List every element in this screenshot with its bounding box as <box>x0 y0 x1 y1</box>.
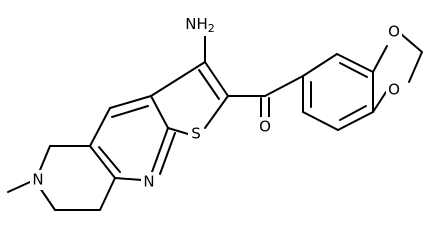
bond-c4a-c8a <box>89 145 116 179</box>
molecule-structure: NH2 S N N O O O <box>7 12 423 211</box>
dioxole-oxygen-bottom-label: O <box>388 81 400 99</box>
bonds <box>7 33 423 211</box>
atom-labels: NH2 S N N O O O <box>30 12 402 192</box>
bond-n-c7a-double <box>159 132 176 175</box>
bond-ar2-ar3 <box>336 53 374 73</box>
bond-c4-c4a <box>89 107 111 147</box>
bond-n6-c7 <box>39 187 56 211</box>
bond-c3a-c3 <box>150 61 206 97</box>
bond-c2-s <box>204 95 229 129</box>
bond-ar4-ar5-double <box>339 105 367 121</box>
ring-nitrogen-label: N <box>32 171 43 189</box>
bond-c8-c8a <box>99 177 116 211</box>
bond-ar3-o-top <box>372 45 388 73</box>
dioxole-oxygen-top-label: O <box>388 23 400 41</box>
sulfur-label: S <box>191 125 201 143</box>
bond-ar5-ar6 <box>302 111 339 131</box>
bond-c3a-c4-double <box>111 105 149 118</box>
bond-ar2-ar3-double <box>339 62 368 78</box>
bond-ch2-o-bottom <box>408 51 423 83</box>
amine-label: NH2 <box>185 15 215 36</box>
bond-c7a-c3a <box>150 95 169 129</box>
bond-c3-c2 <box>204 61 229 97</box>
bond-ar1-ar2 <box>302 53 338 77</box>
bond-o-top-ch2 <box>400 33 423 53</box>
bond-n6-methyl <box>7 181 31 193</box>
amine-label-subscript: 2 <box>208 22 215 35</box>
carbonyl-oxygen-label: O <box>259 118 271 136</box>
bond-c5-n6 <box>39 145 51 171</box>
bond-c8a-n <box>114 177 143 181</box>
bond-ar4-ar5 <box>337 111 374 131</box>
bond-c4a-c8a-double <box>98 146 121 173</box>
amine-label-base: NH <box>185 15 208 33</box>
bond-carbonyl-aryl <box>264 75 304 97</box>
bond-c3a-c4 <box>109 95 152 109</box>
bond-c3-c2-double <box>198 69 220 100</box>
pyridine-nitrogen-label: N <box>143 173 154 191</box>
bond-n-c7a <box>151 127 169 173</box>
bond-s-c7a <box>167 127 189 135</box>
structure-canvas: NH2 S N N O O O <box>7 12 423 211</box>
bond-o-bottom-ar4 <box>372 91 387 113</box>
